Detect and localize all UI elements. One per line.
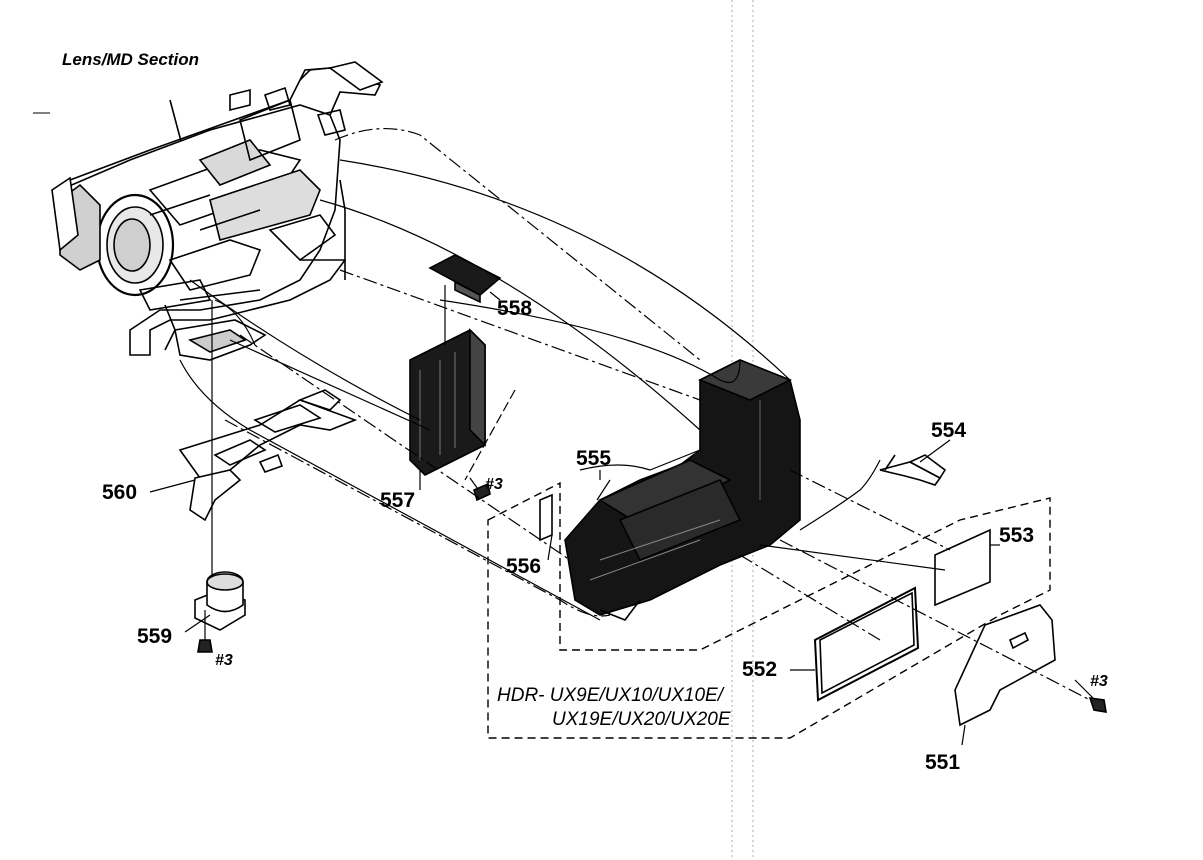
part-552-plate xyxy=(790,586,920,702)
model-note-line1: HDR- UX9E/UX10/UX10E/ xyxy=(497,685,723,706)
model-region-outline xyxy=(487,481,1051,739)
part-label-555: 555 xyxy=(576,447,612,470)
lens-md-block xyxy=(51,61,384,356)
part-label-551: 551 xyxy=(925,751,961,774)
part-label-556: 556 xyxy=(506,555,542,578)
part-label-557: 557 xyxy=(380,489,416,512)
part-label-553: 553 xyxy=(999,524,1035,547)
part-label-560: 560 xyxy=(102,481,138,504)
section-title: Lens/MD Section xyxy=(62,50,199,69)
part-555-block xyxy=(564,359,801,621)
leader-lines xyxy=(149,291,951,633)
part-554-clip xyxy=(799,454,947,531)
part-556-plate xyxy=(539,493,553,561)
part-label-558: 558 xyxy=(497,297,533,320)
part-label-554: 554 xyxy=(931,419,967,442)
screw-label: #3 xyxy=(215,652,233,669)
part-553-plate xyxy=(934,528,1000,607)
assembly-lines xyxy=(179,128,1091,701)
screw-label: #3 xyxy=(485,476,503,493)
part-559-motor xyxy=(194,571,246,653)
model-note-line2: UX19E/UX20/UX20E xyxy=(552,709,731,730)
part-label-552: 552 xyxy=(742,658,778,681)
part-551-cover xyxy=(954,604,1107,746)
part-560-bracket xyxy=(174,300,358,610)
part-558-cap xyxy=(428,254,502,304)
part-557-block xyxy=(409,285,516,502)
screw-label: #3 xyxy=(1090,673,1108,690)
part-label-559: 559 xyxy=(137,625,173,648)
